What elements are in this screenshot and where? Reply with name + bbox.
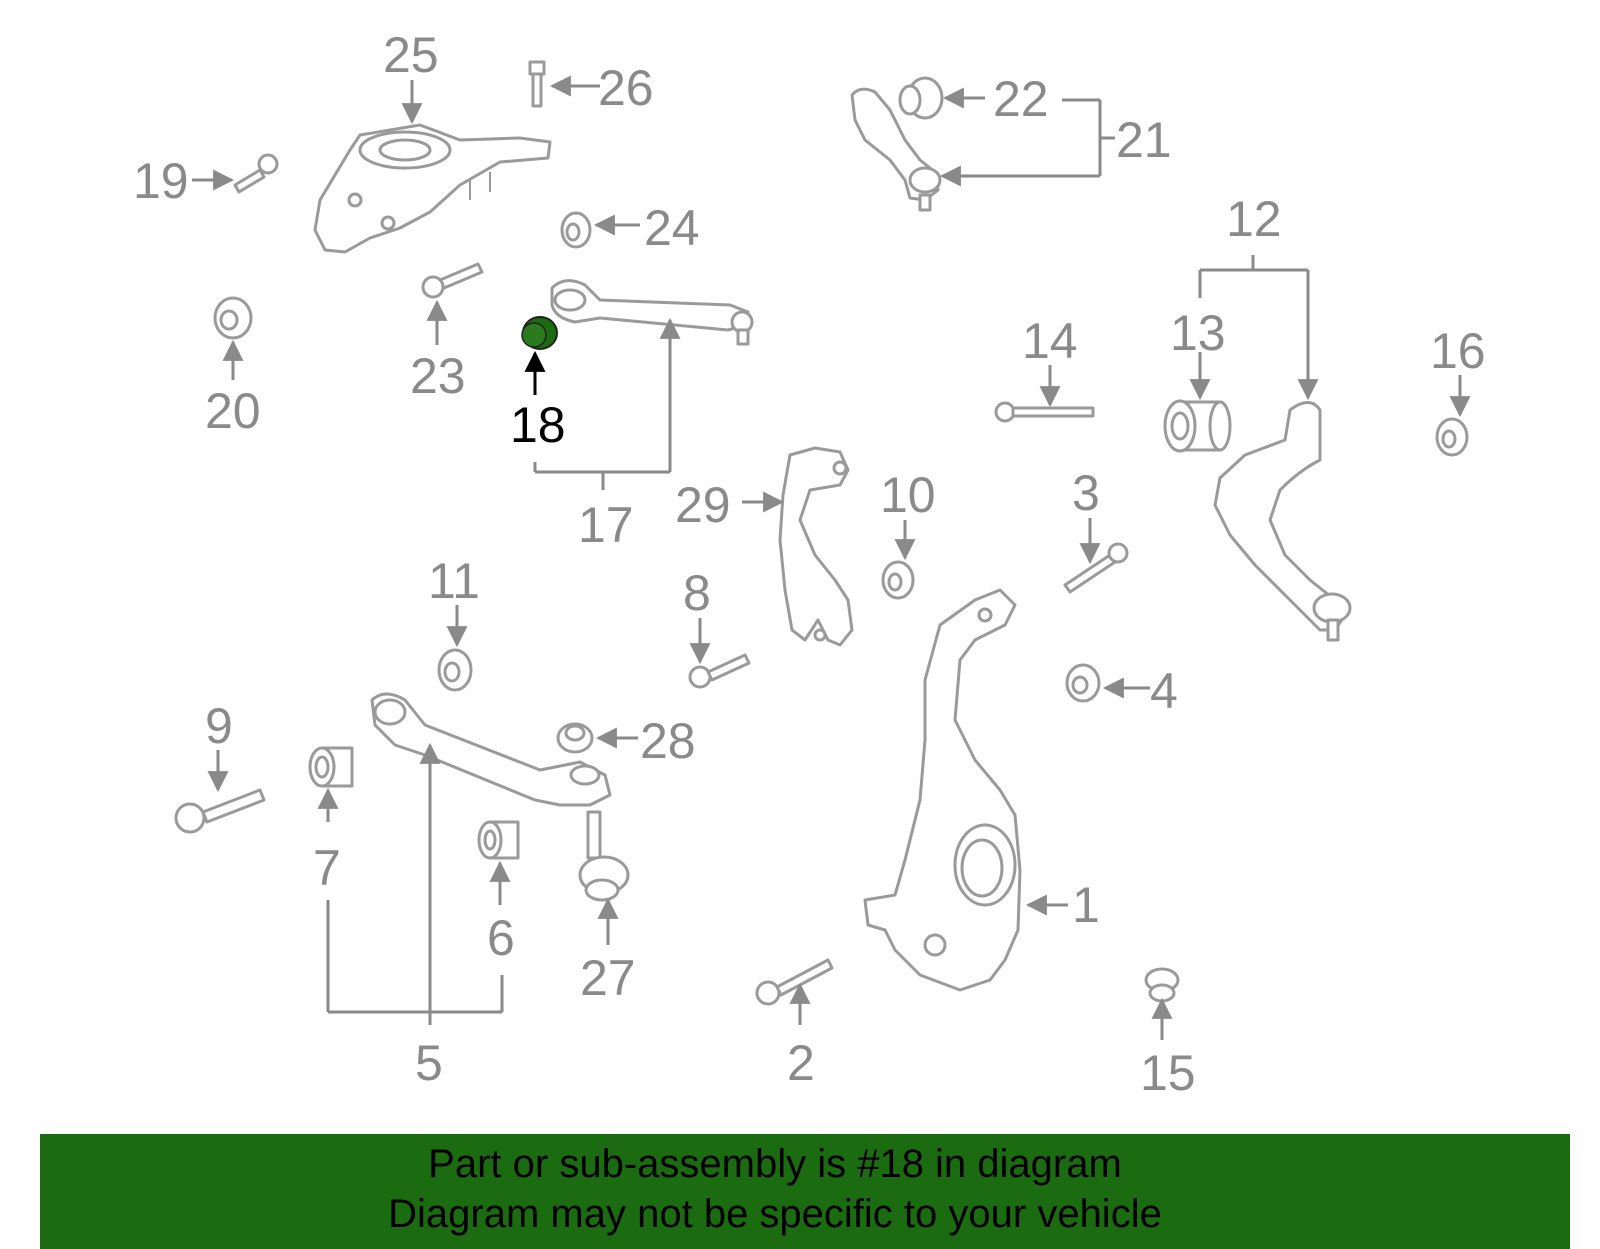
part-16-nut[interactable] (1435, 417, 1469, 457)
callout-18[interactable]: 18 (510, 397, 566, 453)
part-9-bolt[interactable] (174, 788, 266, 834)
callout-27[interactable]: 27 (580, 950, 636, 1006)
leader-lines (192, 75, 1471, 1040)
part-21-upper-arm[interactable] (850, 87, 942, 212)
callout-6[interactable]: 6 (487, 910, 515, 966)
callout-23[interactable]: 23 (410, 348, 466, 404)
part-19-bolt[interactable] (233, 153, 279, 194)
part-11-nut[interactable] (437, 648, 473, 692)
callout-15[interactable]: 15 (1140, 1045, 1196, 1101)
callout-10[interactable]: 10 (880, 467, 936, 523)
part-26-bolt[interactable] (528, 60, 546, 108)
part-3-bolt[interactable] (1063, 542, 1129, 594)
part-7-bushing[interactable] (308, 746, 354, 788)
callout-5[interactable]: 5 (415, 1035, 443, 1091)
callout-22[interactable]: 22 (993, 71, 1049, 127)
banner-line-1: Part or sub-assembly is #18 in diagram (428, 1142, 1122, 1186)
part-12-lower-arm[interactable] (1213, 401, 1352, 642)
part-20-nut[interactable] (213, 296, 253, 340)
info-banner: Part or sub-assembly is #18 in diagram D… (40, 1134, 1570, 1249)
callout-4[interactable]: 4 (1150, 663, 1178, 719)
callout-13[interactable]: 13 (1170, 305, 1226, 361)
callout-14[interactable]: 14 (1022, 313, 1078, 369)
callout-29[interactable]: 29 (675, 477, 731, 533)
callout-21[interactable]: 21 (1116, 112, 1172, 168)
part-14-bolt[interactable] (994, 401, 1095, 423)
part-27-ball-joint[interactable] (578, 810, 630, 902)
part-10-nut[interactable] (881, 560, 915, 600)
callout-20[interactable]: 20 (205, 383, 261, 439)
part-28-nut[interactable] (556, 722, 594, 754)
callout-1[interactable]: 1 (1072, 877, 1100, 933)
part-5-lower-arm[interactable] (370, 692, 612, 807)
callout-16[interactable]: 16 (1430, 323, 1486, 379)
part-2-bolt[interactable] (755, 958, 834, 1006)
part-25-subframe-bracket[interactable] (313, 123, 552, 254)
callout-17[interactable]: 17 (578, 497, 634, 553)
part-6-bushing[interactable] (477, 820, 520, 860)
banner-line-2: Diagram may not be specific to your vehi… (388, 1192, 1162, 1236)
callout-3[interactable]: 3 (1072, 465, 1100, 521)
part-17-control-arm[interactable] (550, 279, 754, 346)
callout-25[interactable]: 25 (383, 27, 439, 83)
callout-12[interactable]: 12 (1226, 191, 1282, 247)
part-23-bolt[interactable] (421, 262, 484, 299)
part-22-bushing[interactable] (898, 76, 944, 120)
callout-2[interactable]: 2 (787, 1035, 815, 1091)
parts-diagram: 25 26 19 24 20 23 18 17 22 21 12 14 13 1… (133, 27, 1486, 1101)
part-4-nut[interactable] (1065, 663, 1101, 703)
part-13-bushing[interactable] (1163, 399, 1232, 453)
callout-labels: 25 26 19 24 20 23 18 17 22 21 12 14 13 1… (133, 27, 1486, 1101)
part-18-bushing-highlighted[interactable] (521, 316, 558, 350)
callout-19[interactable]: 19 (133, 153, 189, 209)
part-29-bracket[interactable] (778, 446, 854, 647)
callout-28[interactable]: 28 (640, 713, 696, 769)
callout-11[interactable]: 11 (428, 553, 480, 609)
callout-26[interactable]: 26 (598, 60, 654, 116)
callout-24[interactable]: 24 (644, 200, 700, 256)
callout-7[interactable]: 7 (313, 840, 341, 896)
part-1-steering-knuckle[interactable] (863, 588, 1022, 992)
part-24-nut[interactable] (560, 211, 592, 249)
callout-8[interactable]: 8 (683, 565, 711, 621)
part-15-nut[interactable] (1144, 967, 1180, 1003)
callout-9[interactable]: 9 (205, 698, 233, 754)
part-8-bolt[interactable] (688, 653, 751, 689)
